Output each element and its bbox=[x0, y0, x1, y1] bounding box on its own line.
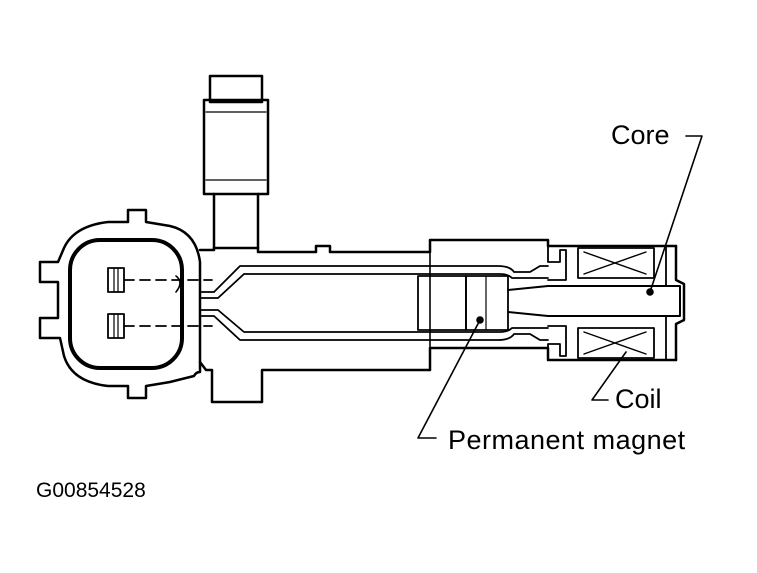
permanent-magnet-label: Permanent magnet bbox=[448, 425, 686, 455]
magnet-leader bbox=[417, 319, 481, 439]
core-label: Core bbox=[611, 120, 670, 150]
inner-channel bbox=[199, 265, 549, 341]
coil-leader bbox=[591, 351, 627, 401]
magnet-block bbox=[417, 275, 509, 331]
core-leader bbox=[649, 135, 703, 293]
coil-windings bbox=[547, 245, 667, 361]
top-stem bbox=[202, 74, 270, 250]
coil-label: Coil bbox=[615, 384, 662, 414]
core-rod bbox=[507, 285, 681, 317]
figure-code: G00854528 bbox=[36, 479, 146, 502]
leader-lines bbox=[417, 135, 703, 439]
connector-housing bbox=[38, 208, 213, 400]
